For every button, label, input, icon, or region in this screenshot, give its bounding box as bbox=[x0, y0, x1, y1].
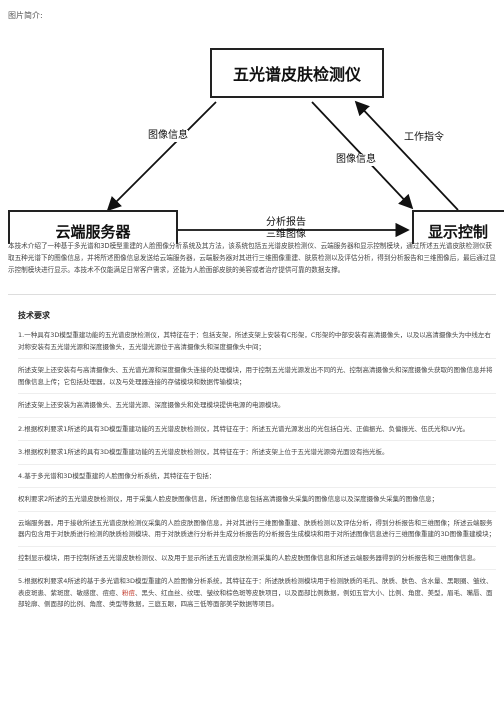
edge-label-report: 分析报告 三维图像 bbox=[266, 217, 306, 240]
claims-list: 1.一种具有3D模型重建功能的五光谱皮肤检测仪，其特征在于：包括支架，所述支架上… bbox=[18, 330, 496, 622]
claim-1: 1.一种具有3D模型重建功能的五光谱皮肤检测仪，其特征在于：包括支架，所述支架上… bbox=[18, 330, 496, 359]
claim-5: 5.根据权利要求4所述的基于多光谱和3D模型重建的人脸图像分析系统，其特征在于：… bbox=[18, 577, 493, 608]
claim-4: 4.基于多光谱和3D模型重建的人脸图像分析系统，其特征在于包括： bbox=[18, 471, 496, 488]
claim-4-control: 控制显示模块，用于控制所述五光谱皮肤检测仪、以及用于显示所述五光谱皮肤检测采集的… bbox=[18, 553, 496, 570]
highlight-term: 粉痘 bbox=[122, 588, 135, 597]
claim-3: 3.根据权利要求1所述的具有3D模型重建功能的五光谱皮肤检测仪，其特征在于：所述… bbox=[18, 447, 496, 465]
claim-2: 2.根据权利要求1所述的具有3D模型重建功能的五光谱皮肤检测仪，其特征在于：所述… bbox=[18, 424, 496, 441]
claim-4-server: 云端服务器，用于接收所述五光谱皮肤检测仪采集的人脸皮肤图像信息，并对其进行三维图… bbox=[18, 518, 496, 547]
intro-paragraph: 本技术介绍了一种基于多光谱和3D模型重建的人脸图像分析系统及其方法，该系统包括五… bbox=[8, 242, 496, 274]
claim-4-device: 权利要求2所述的五光谱皮肤检测仪，用于采集人脸皮肤图像信息，所述图像信息包括高清… bbox=[18, 494, 496, 512]
system-diagram: 五光谱皮肤检测仪 云端服务器 显示控制 图像信息 工作指令 图像信息 分析报告 … bbox=[0, 32, 504, 244]
claim-1-power: 所述支架上还安装为高清摄像头、五光谱光源、深度摄像头和处理模块提供电源的电源模块… bbox=[18, 400, 496, 418]
server-box: 云端服务器 bbox=[8, 210, 178, 244]
section-title: 技术要求 bbox=[18, 311, 50, 320]
section-divider bbox=[8, 294, 496, 295]
control-box: 显示控制 bbox=[412, 210, 504, 244]
device-box: 五光谱皮肤检测仪 bbox=[210, 48, 384, 98]
edge-label-image-info-mid: 图像信息 bbox=[336, 154, 376, 166]
edge-label-image-info-left: 图像信息 bbox=[148, 130, 188, 142]
arrow-control-to-device bbox=[354, 100, 459, 211]
caption: 图片简介: bbox=[8, 11, 43, 20]
edge-label-work-command: 工作指令 bbox=[404, 132, 444, 144]
claim-1-detail: 所述支架上还安装有与高清摄像头、五光谱光源和深度摄像头连接的处理模块，用于控制五… bbox=[18, 365, 496, 394]
arrow-device-to-server bbox=[106, 101, 217, 212]
